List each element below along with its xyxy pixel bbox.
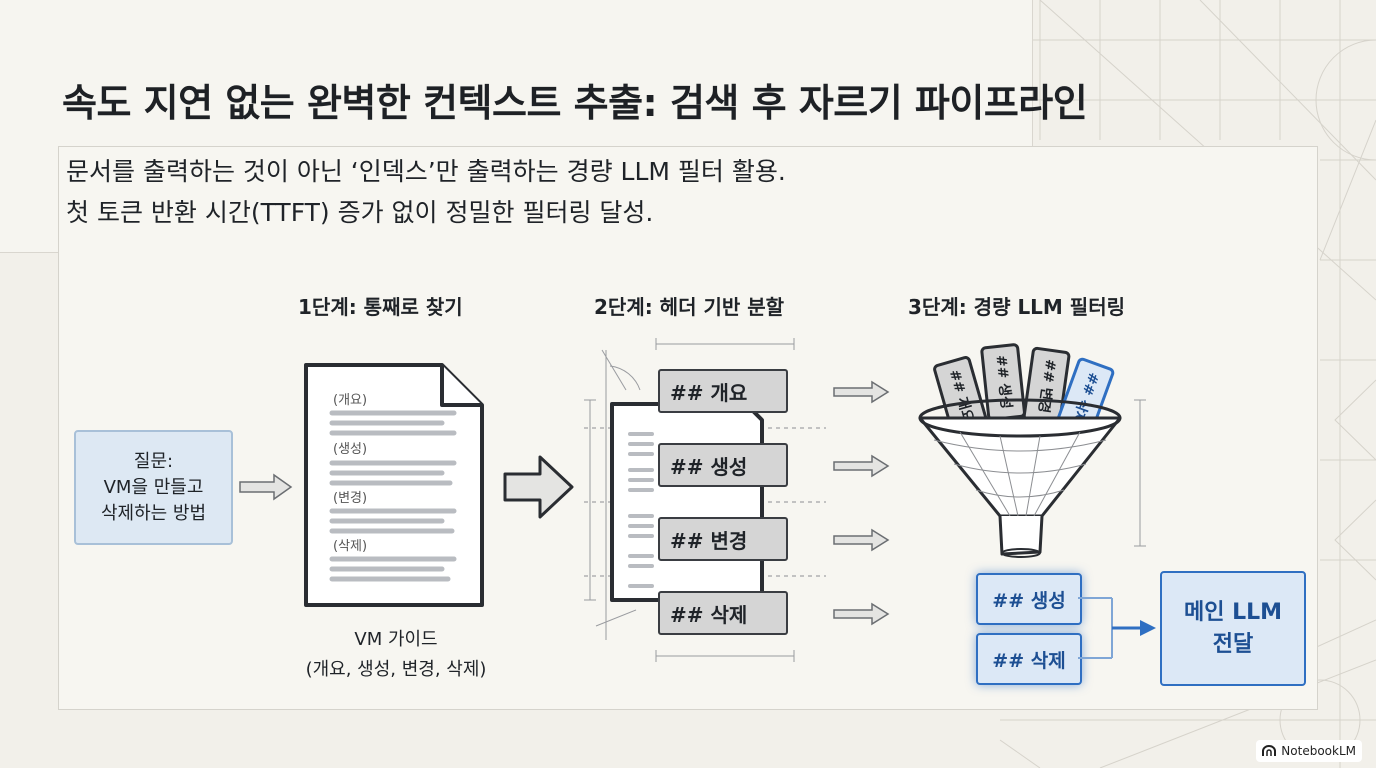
main-llm-line-2: 전달 [1212, 631, 1254, 657]
notebooklm-logo-icon [1262, 745, 1277, 756]
page-title: 속도 지연 없는 완벽한 컨텍스트 추출: 검색 후 자르기 파이프라인 [62, 81, 1088, 125]
stage-2-title: 2단계: 헤더 기반 분할 [594, 295, 785, 319]
question-line-2: VM을 만들고 [103, 476, 204, 498]
stage-3-title: 3단계: 경량 LLM 필터링 [908, 295, 1125, 319]
selected-chunk-delete: ## 삭제 [976, 633, 1082, 685]
doc-section-label: (삭제) [333, 539, 368, 554]
document-caption-title: VM 가이드 [354, 629, 438, 650]
arrow-right-icon [239, 473, 293, 501]
notebooklm-label: NotebookLM [1281, 744, 1356, 758]
main-llm-box: 메인 LLM 전달 [1160, 571, 1306, 686]
main-llm-line-1: 메인 LLM [1183, 599, 1283, 625]
arrow-right-icon [503, 455, 574, 519]
funnel-tag: ## 생성 [992, 354, 1014, 409]
merge-arrow-icon [1078, 597, 1156, 659]
arrow-right-icon [833, 380, 890, 404]
document-caption: VM 가이드 (개요, 생성, 변경, 삭제) [298, 625, 494, 681]
question-line-3: 삭제하는 방법 [100, 502, 207, 524]
question-line-1: 질문: [133, 450, 174, 472]
subtitle-line-2: 첫 토큰 반환 시간(TTFT) 증가 없이 정밀한 필터링 달성. [66, 198, 654, 227]
document-icon [304, 363, 484, 607]
document-caption-sections: (개요, 생성, 변경, 삭제) [305, 659, 487, 680]
arrow-right-icon [833, 602, 890, 626]
doc-section-label: (생성) [333, 442, 368, 457]
doc-section-label: (개요) [333, 393, 368, 408]
chunk-box-delete: ## 삭제 [658, 591, 788, 635]
chunk-box-modify: ## 변경 [658, 517, 788, 561]
chunk-box-create: ## 생성 [658, 443, 788, 487]
arrow-right-icon [833, 528, 890, 552]
funnel-icon: ## 개요 ## 생성 ## 변경 ## 삭제 [918, 343, 1146, 558]
subtitle-line-1: 문서를 출력하는 것이 아닌 ‘인덱스’만 출력하는 경량 LLM 필터 활용. [66, 157, 786, 186]
arrow-right-icon [833, 454, 890, 478]
chunk-box-overview: ## 개요 [658, 369, 788, 413]
selected-chunk-create: ## 생성 [976, 573, 1082, 625]
notebooklm-badge: NotebookLM [1256, 740, 1362, 762]
question-box: 질문: VM을 만들고 삭제하는 방법 [74, 430, 233, 545]
stage-1-title: 1단계: 통째로 찾기 [298, 295, 463, 319]
doc-section-label: (변경) [333, 491, 368, 506]
